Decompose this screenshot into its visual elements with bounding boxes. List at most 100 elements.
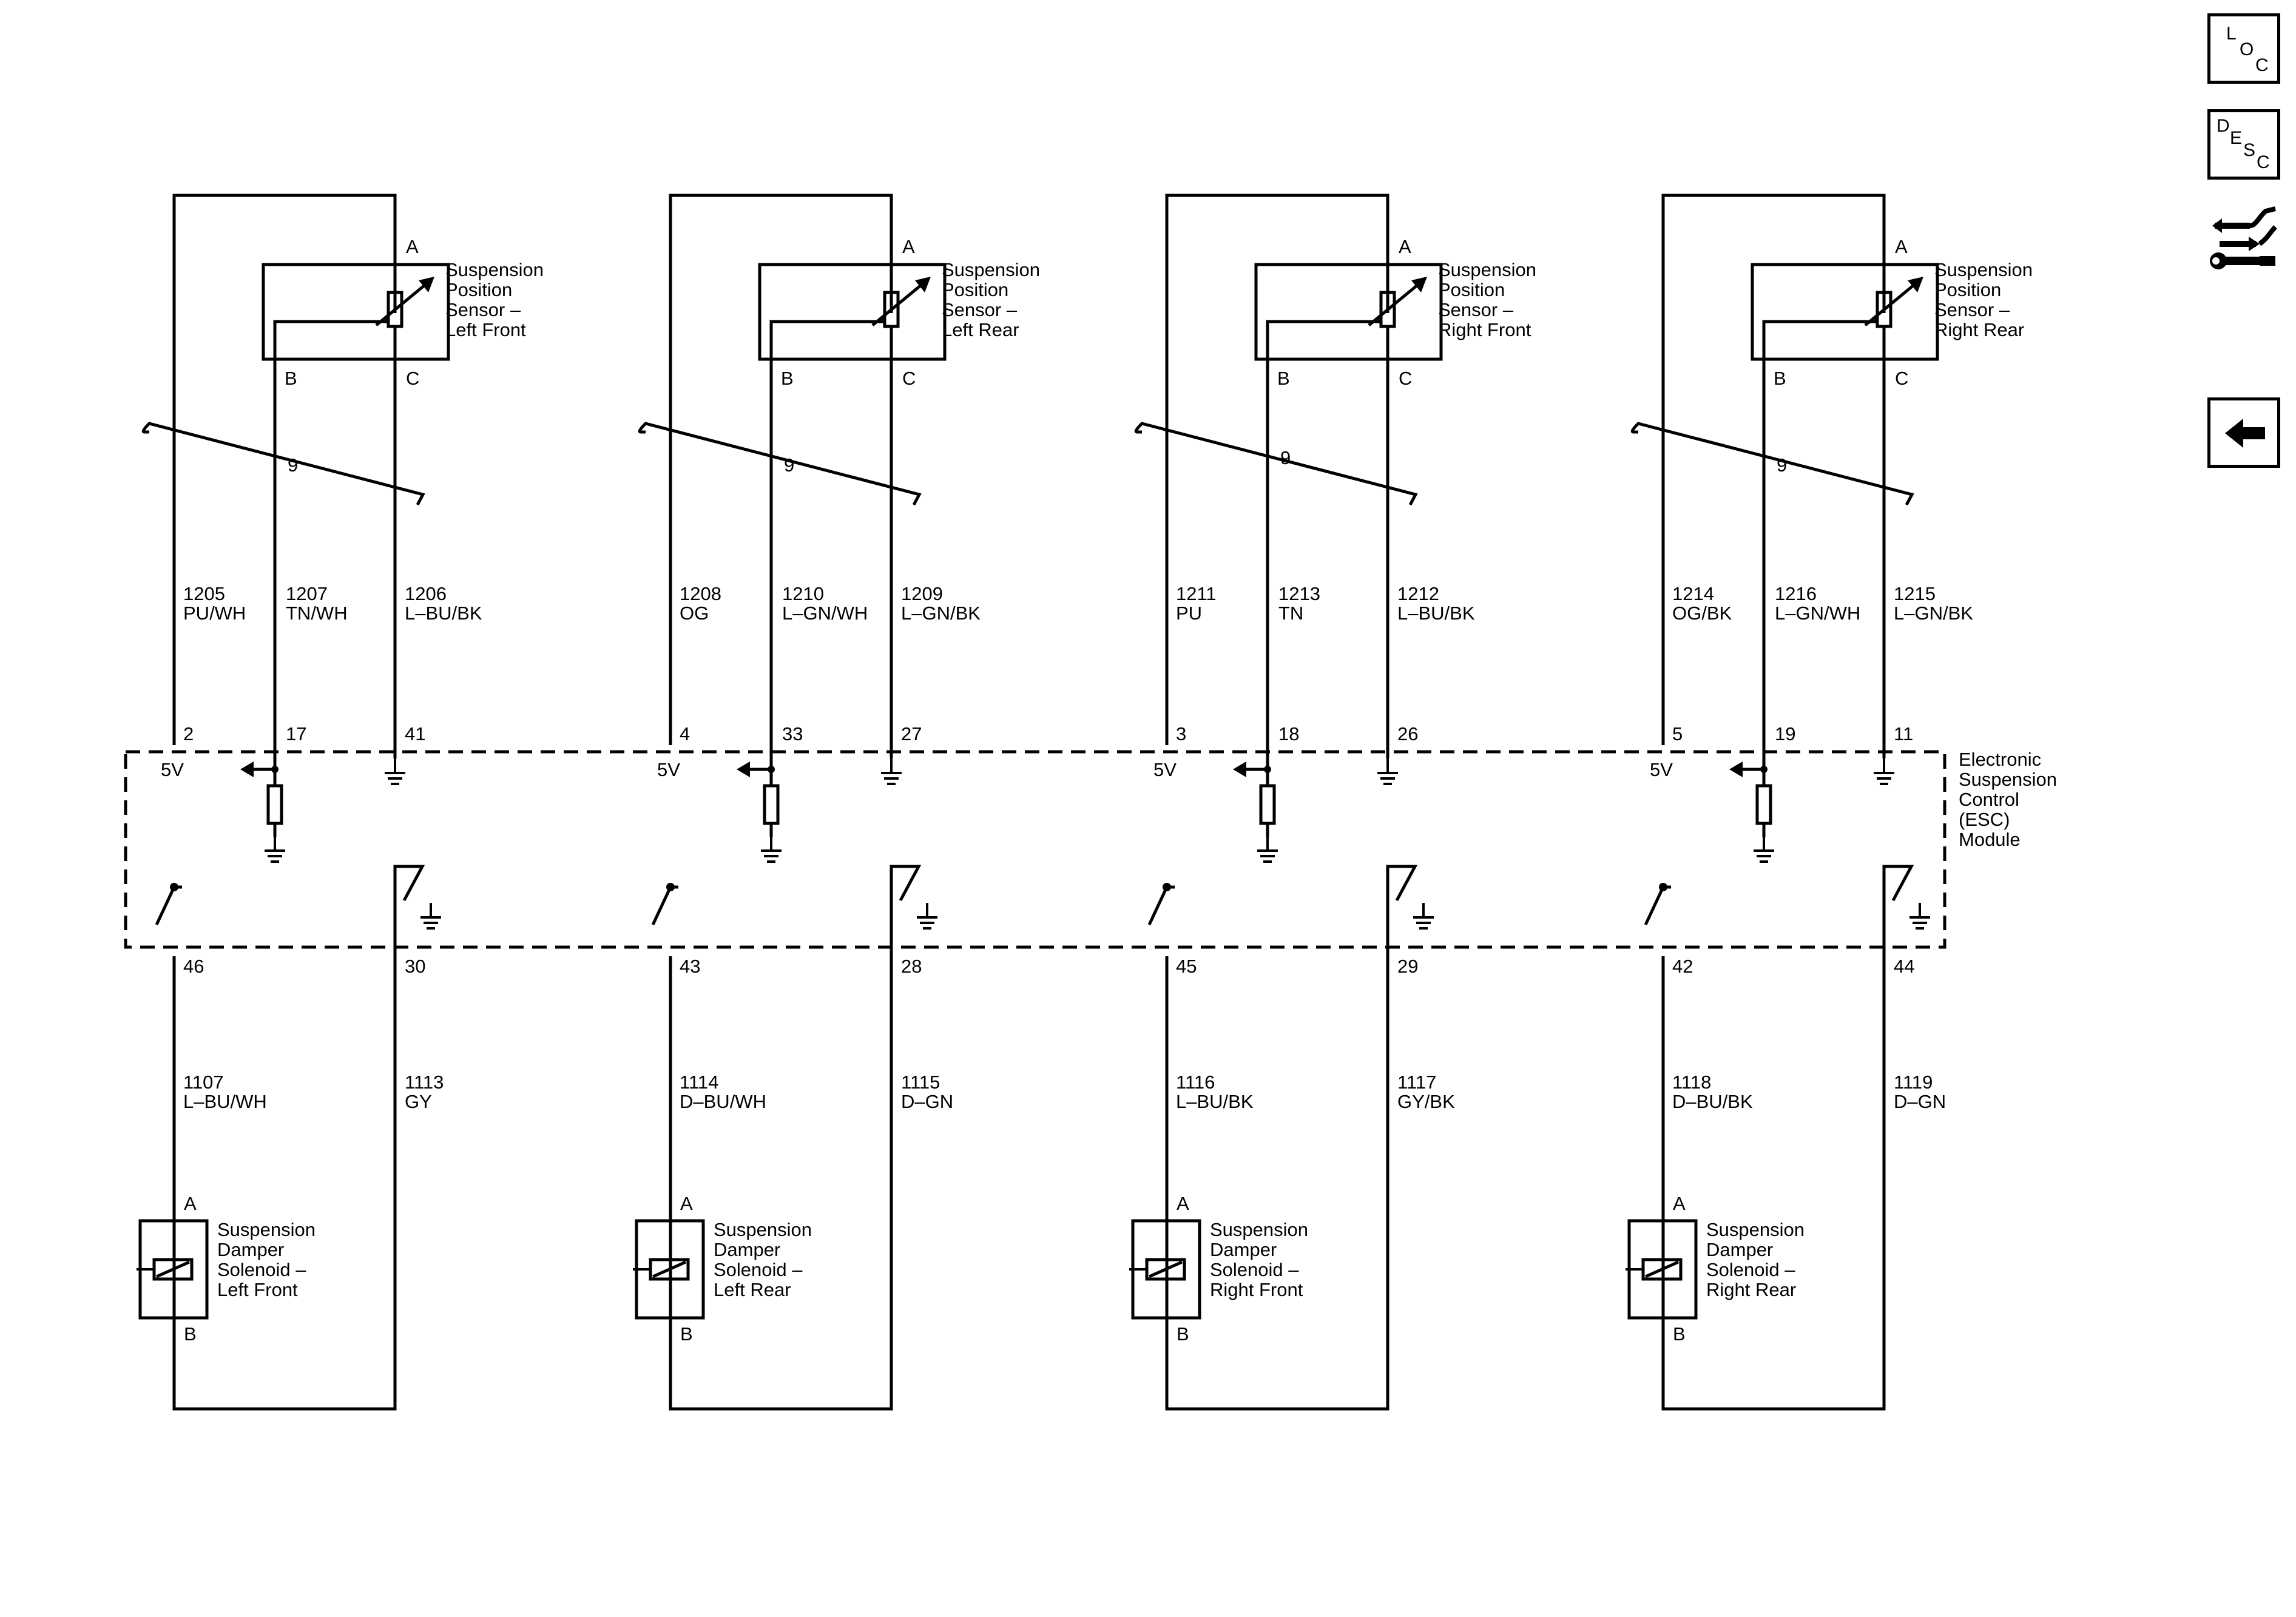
wire-color-code: GY [405,1091,432,1112]
solenoid-coil-icon [152,1258,194,1281]
harness-count-label: 9 [288,454,298,476]
ground-symbol-icon [916,902,939,930]
position-sensor-housing [262,263,450,361]
wire-color-code: L–GN/WH [1775,603,1860,624]
wire-color-code: L–GN/BK [1894,603,1973,624]
loc-letter-l: L [2226,24,2237,44]
circuit-number: 1113 [405,1072,444,1093]
signal-input-arrow-icon [737,761,750,777]
solenoid-coil-icon [649,1258,690,1281]
potentiometer-resistor-icon [387,291,403,328]
wire-color-code: D–GN [901,1091,953,1112]
damper-return-wire [669,865,922,1411]
module-pin-number: 26 [1397,723,1418,744]
potentiometer-wiper-arrow [375,278,433,326]
sensor-pin-a: A [406,236,419,257]
module-pin-number: 43 [680,956,700,977]
twisted-harness-line [1134,422,1418,506]
circuit-number: 1206 [405,583,447,604]
potentiometer-wiper-arrow [1368,278,1426,326]
sensor-pin-b: B [285,368,297,389]
reference-voltage-label: 5V [657,759,680,780]
reference-voltage-wire [1661,194,1886,745]
twisted-harness-line [141,422,425,506]
sensor-pin-c: C [1399,368,1412,389]
module-pin-number: 41 [405,723,425,744]
reference-voltage-label: 5V [1650,759,1673,780]
circuit-number: 1211 [1176,583,1217,604]
module-pin-number: 42 [1672,956,1693,977]
solenoid-pin-a: A [1177,1193,1189,1214]
module-pin-number: 2 [183,723,194,744]
solenoid-pin-b: B [680,1323,693,1345]
module-pin-number: 30 [405,956,425,977]
reference-voltage-label: 5V [161,759,184,780]
wiper-arrowhead-icon [1411,277,1427,292]
desc-button[interactable]: D E S C [2207,109,2280,180]
wire-color-code: GY/BK [1397,1091,1455,1112]
module-pin-number: 45 [1176,956,1197,977]
ground-symbol-icon [880,757,903,785]
solenoid-coil-slash [1148,1260,1183,1278]
twisted-harness-line [1630,422,1914,506]
circuit-number: 1115 [901,1072,940,1093]
solenoid-coil-slash [1644,1260,1680,1278]
wiper-arrowhead-icon [419,277,434,292]
connector-wrench-icon[interactable] [2207,200,2280,279]
solenoid-pin-b: B [184,1323,197,1345]
circuit-number: 1205 [183,583,225,604]
pull-down-resistor-icon [266,784,283,825]
solenoid-pin-a: A [184,1193,197,1214]
circuit-number: 1214 [1672,583,1714,604]
module-pin-number: 28 [901,956,922,977]
circuit-number: 1209 [901,583,943,604]
esc-module-label: Electronic Suspension Control (ESC) Modu… [1959,749,2062,850]
circuit-number: 1215 [1894,583,1936,604]
ground-symbol-icon [419,902,442,930]
solenoid-coil-slash [652,1260,687,1278]
back-button[interactable] [2207,397,2280,468]
damper-return-wire [1661,865,1914,1411]
pull-down-resistor-icon [763,784,780,825]
signal-input-arrow-icon [1729,761,1743,777]
sensor-pin-c: C [902,368,916,389]
esc-module-boundary [124,750,1947,949]
position-sensor-housing [1254,263,1443,361]
wire-color-code: TN/WH [286,603,348,624]
harness-count-label: 9 [784,454,794,476]
loc-letter-o: O [2240,39,2254,59]
sensor-pin-b: B [781,368,794,389]
ground-symbol-icon [1376,757,1399,785]
ground-symbol-icon [1752,835,1775,863]
ground-symbol-icon [383,757,407,785]
wire-color-code: L–GN/WH [782,603,868,624]
loc-button[interactable]: L O C [2207,13,2280,84]
wire-color-code: PU/WH [183,603,246,624]
harness-count-label: 9 [1777,454,1787,476]
ground-symbol-icon [760,835,783,863]
damper-return-wire [172,865,425,1411]
circuit-number: 1116 [1176,1072,1215,1093]
sensor-pin-a: A [902,236,915,257]
module-pin-number: 4 [680,723,690,744]
solenoid-pin-b: B [1177,1323,1189,1345]
wire-color-code: OG/BK [1672,603,1732,624]
wire-color-code: L–BU/BK [405,603,482,624]
sensor-pin-b: B [1774,368,1786,389]
module-pin-number: 5 [1672,723,1683,744]
high-side-switch-blade [1644,886,1665,926]
position-sensor-housing [758,263,947,361]
high-side-switch-blade [651,886,672,926]
ground-symbol-icon [1872,757,1896,785]
sensor-pin-a: A [1895,236,1908,257]
module-pin-number: 44 [1894,956,1914,977]
wiper-arrowhead-icon [915,277,931,292]
wire-color-code: PU [1176,603,1202,624]
ground-symbol-icon [1256,835,1279,863]
module-pin-number: 46 [183,956,204,977]
reference-voltage-label: 5V [1153,759,1177,780]
